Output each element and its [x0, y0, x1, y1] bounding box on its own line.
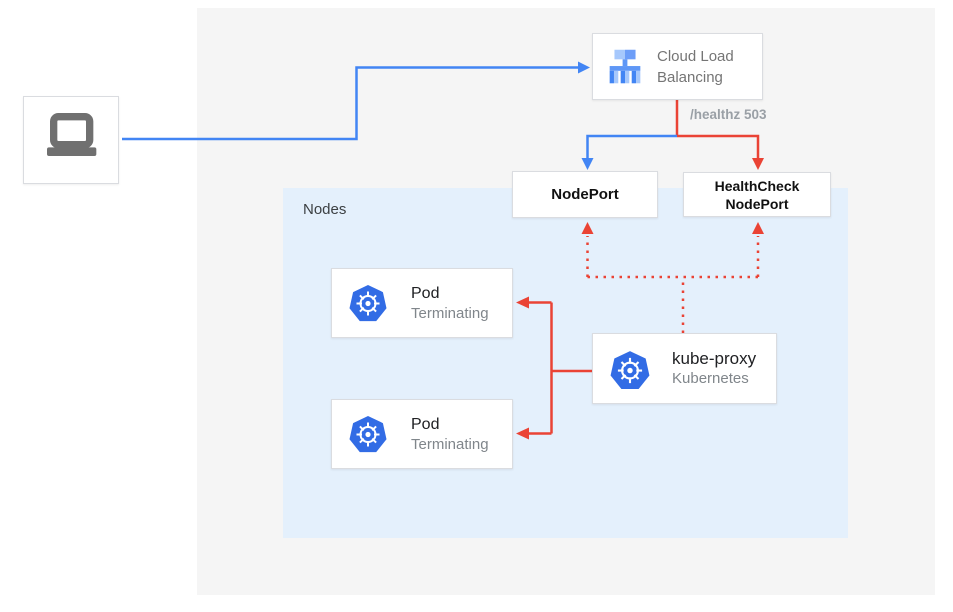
- laptop-icon: [39, 106, 103, 175]
- kubernetes-icon: [609, 349, 650, 389]
- cloud-load-balancing-icon: [602, 44, 648, 90]
- kubernetes-icon: [348, 283, 388, 323]
- nodeport-label: NodePort: [551, 186, 619, 203]
- nodeport-node: NodePort: [512, 171, 658, 218]
- kubernetes-icon: [348, 414, 388, 454]
- healthcheck-nodeport-label-line2: NodePort: [725, 195, 789, 212]
- client-node: [23, 96, 119, 184]
- healthcheck-nodeport-node: HealthCheck NodePort: [683, 172, 831, 217]
- nodes-group-label: Nodes: [303, 201, 347, 218]
- pod-node-1: Pod Terminating: [331, 268, 513, 338]
- pod-1-title: Pod: [411, 284, 440, 302]
- cloud-load-balancing-label: Cloud Load Balancing: [657, 47, 734, 86]
- kube-proxy-subtitle: Kubernetes: [672, 370, 749, 387]
- healthz-503-label: /healthz 503: [690, 107, 767, 122]
- healthcheck-nodeport-label-line1: HealthCheck: [714, 177, 800, 194]
- pod-2-status: Terminating: [411, 435, 489, 453]
- kube-proxy-title: kube-proxy: [672, 349, 757, 368]
- pod-1-status: Terminating: [411, 304, 489, 322]
- cloud-load-balancing-node: Cloud Load Balancing: [592, 33, 763, 100]
- pod-node-2: Pod Terminating: [331, 399, 513, 469]
- kube-proxy-node: kube-proxy Kubernetes: [592, 333, 777, 404]
- pod-2-title: Pod: [411, 415, 440, 433]
